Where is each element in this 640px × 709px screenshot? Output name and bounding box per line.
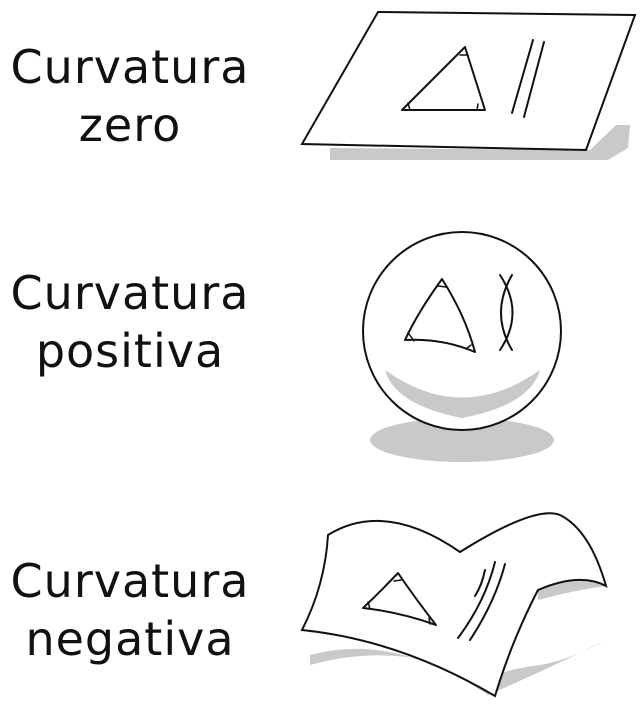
label-line-2: positiva bbox=[35, 324, 225, 378]
row-negative-curvature: Curvatura negativa bbox=[0, 490, 640, 709]
diverging-lines bbox=[457, 561, 506, 641]
row-positive-curvature: Curvatura positiva bbox=[0, 200, 640, 470]
parallel-lines bbox=[511, 39, 545, 118]
saddle-shadow bbox=[310, 640, 606, 695]
label-line-1: Curvatura bbox=[10, 266, 250, 320]
label-line-1: Curvatura bbox=[10, 554, 250, 608]
plane-shadow bbox=[330, 125, 630, 160]
label-line-1: Curvatura bbox=[10, 40, 250, 94]
sphere bbox=[362, 231, 562, 431]
row-zero-curvature: Curvatura zero bbox=[0, 0, 640, 190]
label-negative-curvature: Curvatura negativa bbox=[0, 552, 260, 668]
sphere-shadow bbox=[370, 418, 554, 462]
sphere-inner-shade bbox=[385, 370, 540, 418]
sphere-triangle bbox=[404, 278, 476, 353]
label-line-2: zero bbox=[78, 98, 182, 152]
saddle-angle-marks bbox=[367, 579, 431, 625]
flat-plane bbox=[300, 10, 637, 152]
sphere-figure bbox=[362, 231, 562, 462]
saddle-triangle bbox=[362, 572, 437, 626]
sphere-angle-marks bbox=[408, 285, 472, 350]
label-zero-curvature: Curvatura zero bbox=[0, 38, 260, 154]
saddle-surface bbox=[300, 512, 608, 698]
flat-plane-figure bbox=[300, 10, 637, 160]
saddle-figure bbox=[300, 512, 608, 698]
label-line-2: negativa bbox=[25, 612, 235, 666]
triangle-angle-marks bbox=[407, 54, 479, 111]
label-positive-curvature: Curvatura positiva bbox=[0, 264, 260, 380]
intersecting-geodesics bbox=[499, 274, 514, 351]
plane-triangle bbox=[401, 46, 486, 111]
